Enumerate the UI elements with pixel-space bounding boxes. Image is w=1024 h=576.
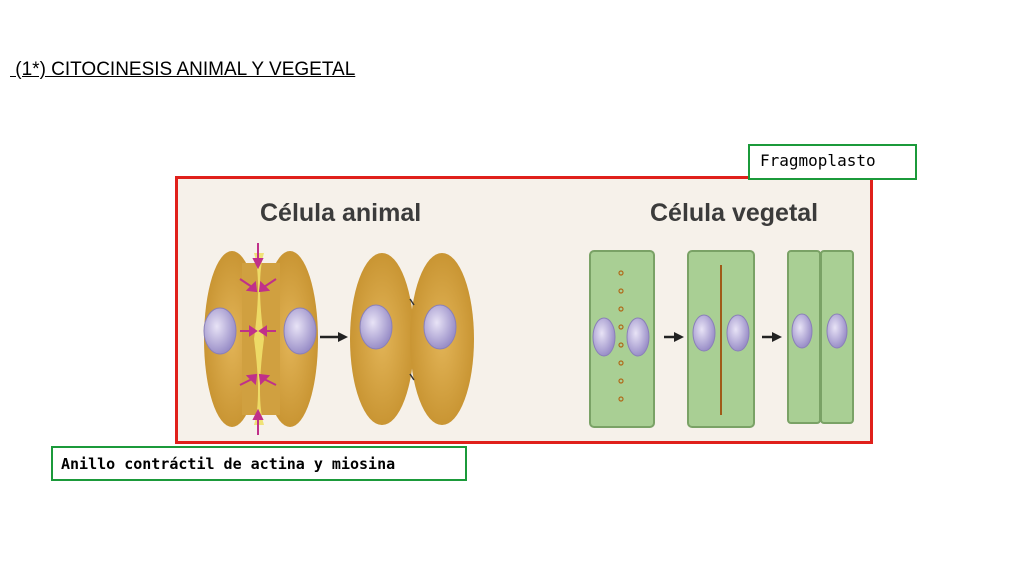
plant-cell-phragmoplast — [589, 250, 655, 428]
animal-cell-title: Célula animal — [260, 199, 421, 227]
callout-contractile-ring: Anillo contráctil de actina y miosina — [51, 446, 467, 481]
plant-cell-title: Célula vegetal — [650, 199, 818, 227]
callout-fragmoplasto: Fragmoplasto — [748, 144, 917, 180]
cytokinesis-illustration: Célula animal Célula vegetal — [203, 199, 854, 435]
animal-daughter-cells — [350, 253, 474, 425]
contractile-ring-arrows — [239, 243, 277, 435]
slide-title: (1*) CITOCINESIS ANIMAL Y VEGETAL — [10, 59, 356, 80]
plant-daughter-cells — [787, 250, 854, 424]
plant-progress-arrow-2 — [762, 332, 782, 342]
animal-progress-arrow — [320, 332, 348, 342]
plant-cell-cell-plate — [687, 250, 755, 428]
plant-progress-arrow-1 — [664, 332, 684, 342]
animal-cell-dividing — [203, 251, 318, 427]
cytokinesis-figure: Célula animal Célula vegetal — [175, 176, 873, 444]
